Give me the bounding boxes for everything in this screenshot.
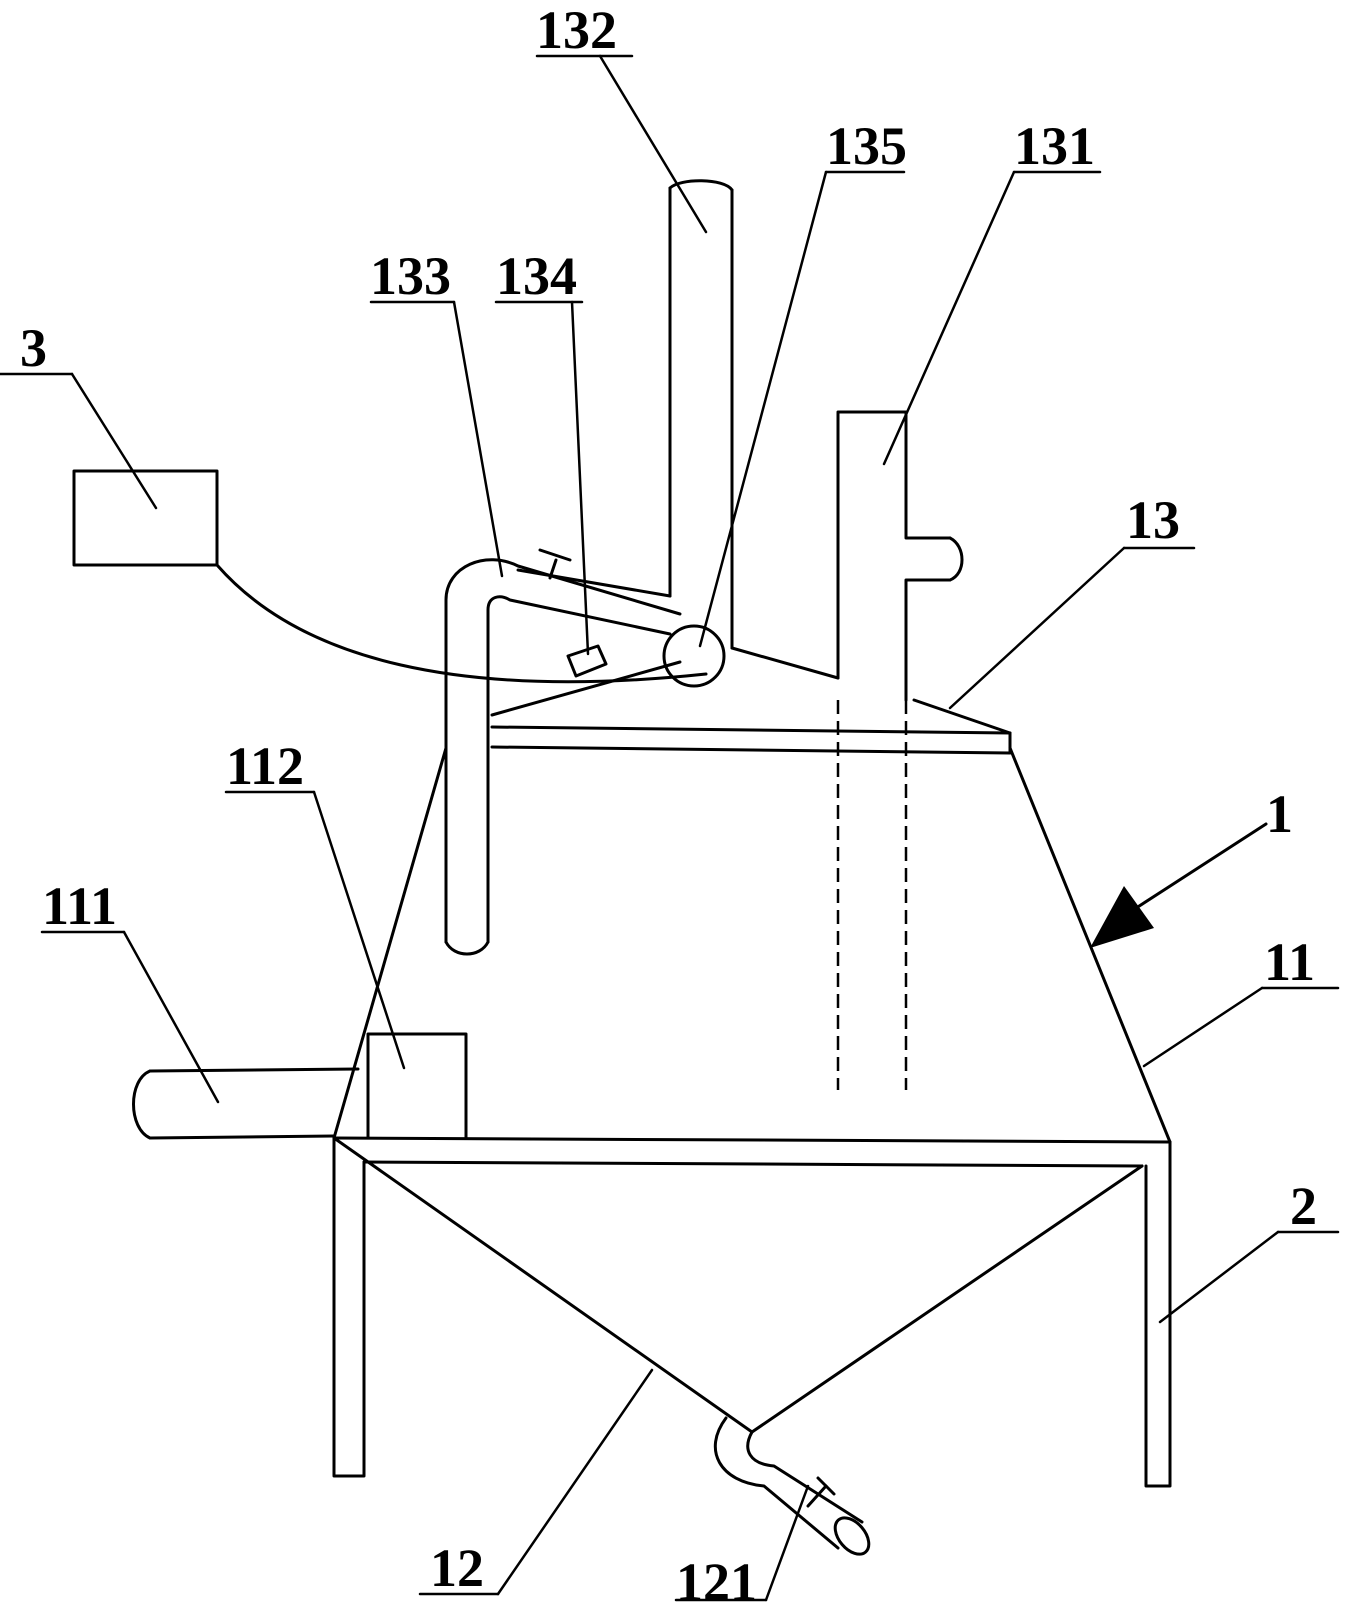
label-131: 131 (1014, 116, 1095, 176)
label-134: 134 (496, 246, 577, 306)
bottom-cone (332, 1136, 1144, 1434)
fitting-135 (662, 624, 726, 688)
arrow-1 (1090, 822, 1268, 948)
label-1: 1 (1266, 784, 1293, 844)
label-3: 3 (20, 318, 47, 378)
lid (490, 646, 1012, 735)
label-133: 133 (370, 246, 451, 306)
pipe-132 (516, 179, 734, 650)
tank-body (332, 725, 1172, 1168)
leader-lines (0, 54, 1340, 1602)
pipe-133 (444, 548, 682, 956)
inlet-pipe (132, 1067, 360, 1140)
label-121: 121 (676, 1552, 757, 1606)
label-11: 11 (1264, 932, 1315, 992)
label-132: 132 (536, 0, 617, 60)
label-112: 112 (226, 736, 304, 796)
connecting-cable (215, 563, 708, 684)
component-112 (366, 1032, 468, 1140)
discharge-pipe (713, 1416, 871, 1556)
label-135: 135 (826, 116, 907, 176)
label-12: 12 (430, 1538, 484, 1598)
component-3 (72, 469, 219, 567)
label-2: 2 (1290, 1176, 1317, 1236)
labels: 132 135 131 133 134 3 13 112 1 111 11 2 … (20, 0, 1317, 1606)
label-111: 111 (42, 876, 117, 936)
label-13: 13 (1126, 490, 1180, 550)
